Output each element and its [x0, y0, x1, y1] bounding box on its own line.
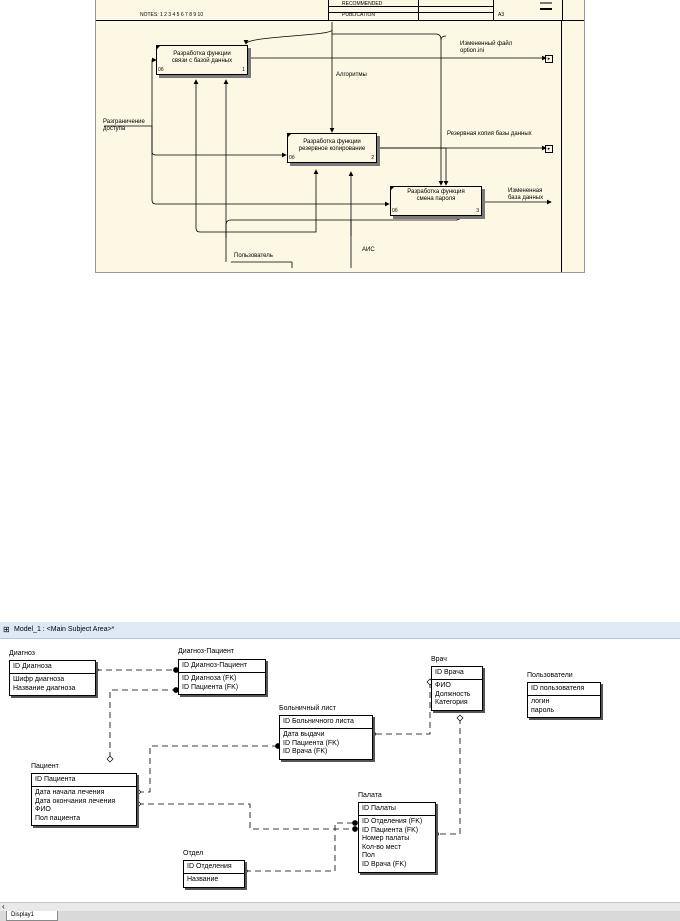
pk-attr: ID Палаты [362, 805, 396, 812]
idef0-arrows [104, 22, 552, 268]
attr: Пол [362, 852, 375, 860]
attr: ID Врача (FK) [362, 861, 407, 869]
pk-attr: ID Диагноза [13, 663, 52, 670]
box2-number: 2 [371, 155, 374, 162]
attr: ID Пациента (FK) [182, 683, 239, 691]
attr: Шифр диагноза [13, 676, 65, 684]
pk-attr: ID пользователя [531, 685, 585, 692]
attr: ID Диагноза (FK) [182, 675, 237, 683]
function-box-2[interactable]: Разработка функции резервное копирование… [287, 133, 377, 163]
attr: Дата начала лечения [35, 789, 105, 797]
tab-display1[interactable]: Display1 [6, 911, 58, 921]
attr: Дата окончания лечения [35, 797, 116, 805]
pk-attr: ID Пациента [35, 776, 76, 783]
publication-label: PUBLICATION [342, 12, 375, 18]
entity-name-vrach: Врач [431, 656, 447, 663]
box1-title-line2: связи с базой данных [171, 57, 233, 64]
mechanism1-label: Пользователь [234, 253, 273, 259]
entity-vrach[interactable]: ID Врача ФИО Должность Категория [431, 666, 483, 711]
entity-name-palata: Палата [358, 792, 382, 799]
attr: Название диагноза [13, 684, 76, 692]
entity-pacient[interactable]: ID Пациента Дата начала лечения Дата око… [31, 773, 137, 827]
box2-title-line2: резервное копирование [298, 145, 366, 152]
attr: ID Пациента (FK) [362, 826, 419, 834]
attr: Кол-во мест [362, 843, 402, 851]
box3-title-line1: Разработка функция [407, 189, 465, 195]
box3-number: 3 [476, 208, 479, 215]
attr: Дата выдачи [283, 731, 325, 739]
attr: Название [187, 876, 219, 884]
tunnel-icon-1: ▸ [545, 55, 553, 63]
entity-name-otdel: Отдел [183, 850, 204, 857]
horizontal-scrollbar[interactable]: ‹ [0, 902, 680, 911]
output3-label: Измененная база данных [508, 188, 544, 201]
entity-palata[interactable]: ID Палаты ID Отделения (FK) ID Пациента … [358, 802, 436, 873]
attr: Должность [435, 690, 471, 698]
mechanism2-label: АИС [362, 247, 375, 253]
attr: ФИО [35, 806, 51, 814]
entity-diagnoz[interactable]: ID Диагноза Шифр диагноза Название диагн… [9, 660, 96, 697]
entity-name-pacient: Пациент [31, 763, 59, 770]
box1-title-line1: Разработка функции [173, 51, 231, 57]
idef0-header: NOTES: 1 2 3 4 5 6 7 8 9 10 RECOMMENDED … [96, 0, 584, 21]
function-box-1[interactable]: Разработка функции связи с базой данных … [156, 45, 248, 75]
attr: ID Пациента (FK) [283, 739, 340, 747]
entity-name-diagnoz-pacient: Диагноз-Пациент [178, 648, 235, 655]
pk-attr: ID Больничного листа [283, 718, 354, 725]
input-label: Разграничение доступа [103, 119, 145, 132]
sheet-size-label: A3 [498, 12, 505, 18]
attr: ID Врача (FK) [283, 748, 328, 756]
notes-label: NOTES: 1 2 3 4 5 6 7 8 9 10 [140, 12, 204, 18]
idef0-diagram: NOTES: 1 2 3 4 5 6 7 8 9 10 RECOMMENDED … [95, 0, 585, 273]
scroll-left-icon[interactable]: ‹ [2, 902, 5, 911]
recommended-label: RECOMMENDED [342, 1, 383, 7]
attr: Номер палаты [362, 835, 410, 843]
box2-title-line1: Разработка функции [303, 139, 361, 145]
pk-attr: ID Диагноз-Пациент [182, 662, 248, 669]
control-label: Алгоритмы [336, 72, 367, 78]
attr: Пол пациента [35, 814, 81, 822]
relationship-lines [92, 666, 464, 875]
entity-name-diagnoz: Диагноз [9, 650, 35, 657]
output2-label: Резервная копия базы данных [447, 131, 532, 137]
tunnel-icon-2: ▸ [545, 145, 553, 153]
box1-number: 1 [242, 67, 245, 74]
box1-node: 0б [158, 67, 164, 74]
attr: логин [531, 698, 550, 706]
entity-otdel[interactable]: ID Отделения Название [183, 860, 245, 888]
box2-node: 0б [289, 155, 295, 162]
tab-bar: Display1 [0, 911, 680, 921]
box3-title-line2: смена пароля [416, 195, 456, 202]
window-title: Model_1 : <Main Subject Area>* [14, 626, 115, 633]
entity-diagnoz-pacient[interactable]: ID Диагноз-Пациент ID Диагноза (FK) ID П… [178, 659, 266, 696]
entity-polzovateli[interactable]: ID пользователя логин пароль [527, 682, 601, 719]
model-icon: ⊞ [3, 625, 10, 634]
attr: ФИО [435, 682, 451, 690]
function-box-3[interactable]: Разработка функция смена пароля 0б 3 [390, 186, 482, 216]
pk-attr: ID Отделения [187, 863, 232, 870]
box3-node: 0б [392, 208, 398, 215]
pk-attr: ID Врача [435, 669, 464, 676]
entity-name-polzovateli: Пользователи [527, 672, 573, 679]
entity-bolnichny[interactable]: ID Больничного листа Дата выдачи ID Паци… [279, 715, 373, 760]
window-title-bar: ⊞ Model_1 : <Main Subject Area>* [0, 622, 680, 639]
output1-label: Измененный файл option.ini [460, 41, 513, 54]
attr: пароль [531, 706, 555, 714]
attr: ID Отделения (FK) [362, 818, 423, 826]
attr: Категория [435, 699, 468, 707]
entity-name-bolnichny: Больничный лист [279, 705, 336, 712]
erwin-window: ⊞ Model_1 : <Main Subject Area>* [0, 622, 680, 921]
